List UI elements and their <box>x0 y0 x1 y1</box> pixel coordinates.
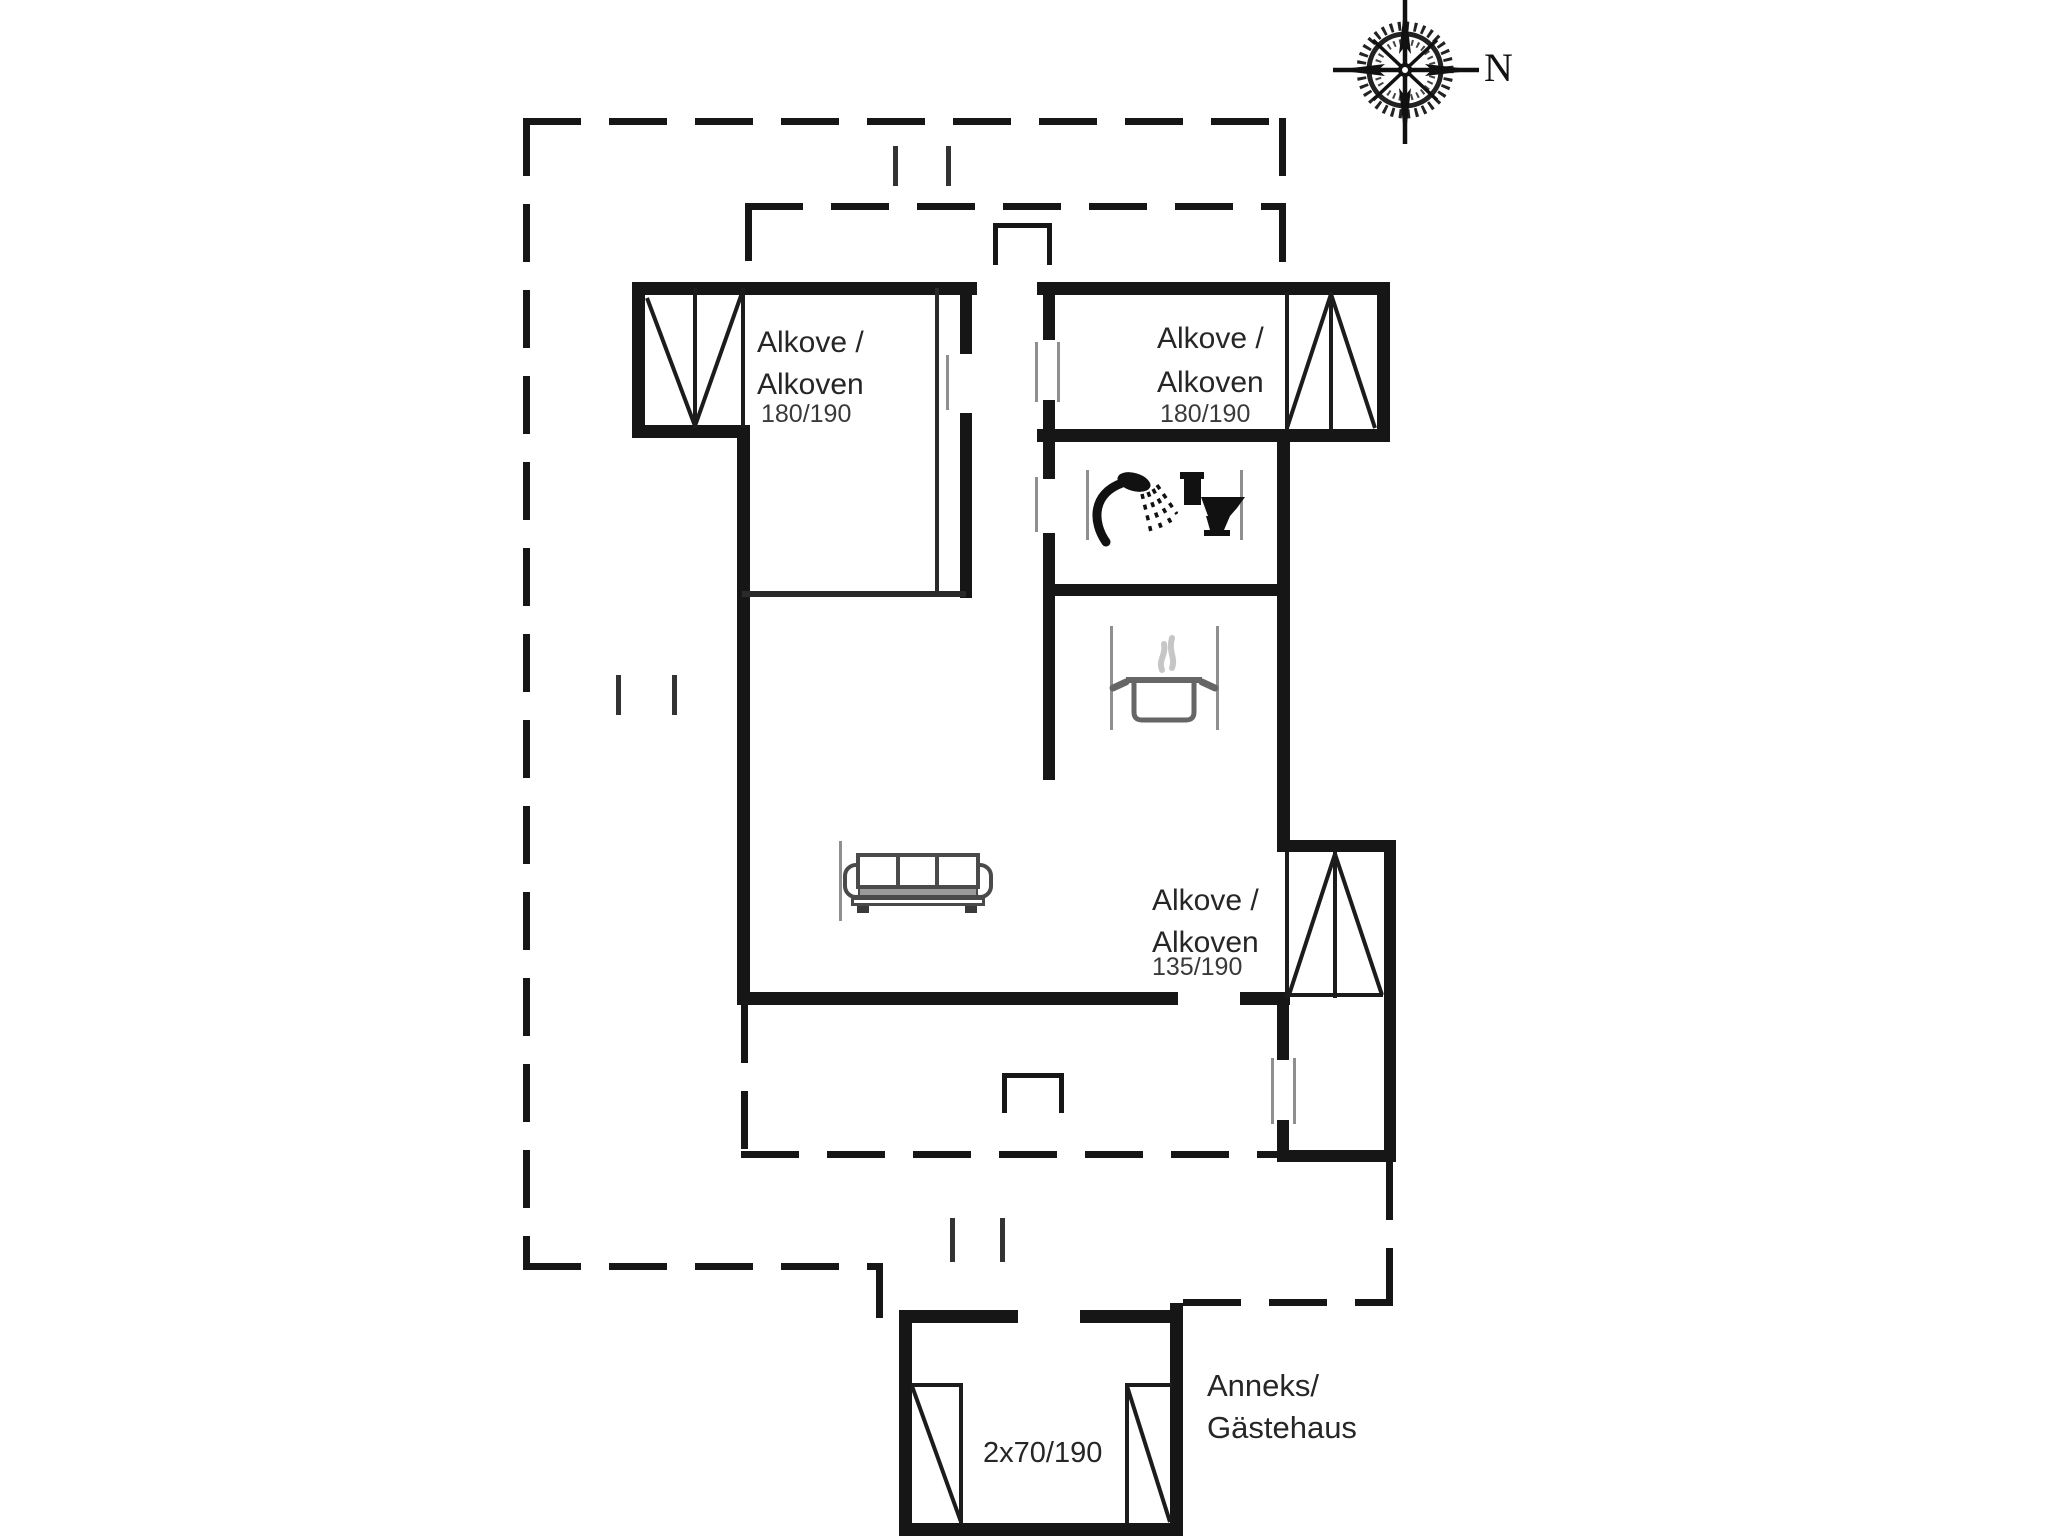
toilet-icon <box>1180 472 1245 536</box>
wall-north-right <box>1037 282 1390 295</box>
wall-storage-bottom <box>1277 1150 1396 1162</box>
outer-boundary-right-bottom <box>1386 1162 1393 1307</box>
shower-enclosure-line <box>1086 470 1089 540</box>
bed-edge-line <box>935 288 939 595</box>
wall-annex-east <box>1170 1303 1183 1536</box>
sofa-icon <box>843 853 993 915</box>
entrance-step-icon <box>993 223 1052 265</box>
bed-icon <box>911 1383 963 1524</box>
furniture-line <box>839 841 842 921</box>
wall-storage-east <box>1384 840 1396 1162</box>
wall-north-left <box>633 282 977 295</box>
door-mark <box>1271 1058 1274 1124</box>
wall-hall-east-mid <box>1043 400 1055 479</box>
window-icon <box>1285 292 1377 430</box>
alcove-se-label-line1: Alkove / <box>1152 884 1259 917</box>
alcove-nw-label-line2: Alkoven <box>757 368 864 401</box>
entrance-mark <box>616 675 621 715</box>
door-mark <box>1035 342 1038 402</box>
alcove-se-dimensions: 135/190 <box>1152 953 1243 981</box>
alcove-nw-label-line1: Alkove / <box>757 326 864 359</box>
wall-window-ne-right <box>1377 282 1390 442</box>
wall-kitchen-west <box>1043 533 1055 780</box>
wall-window-nw-left <box>632 282 645 438</box>
bed-icon <box>1125 1383 1172 1524</box>
sofa-foot <box>857 906 869 913</box>
sofa-foot <box>965 906 977 913</box>
outer-boundary-bottom-right <box>1183 1299 1393 1306</box>
outer-boundary-left <box>523 118 530 1270</box>
annex-label-line2: Gästehaus <box>1207 1410 1357 1445</box>
entrance-mark <box>1000 1218 1005 1262</box>
inner-boundary-top <box>745 203 1286 210</box>
wall-south-left <box>737 992 1178 1005</box>
wall-west <box>737 430 750 1005</box>
inner-boundary-left-lower <box>741 1005 748 1157</box>
annex-beds-dimensions: 2x70/190 <box>983 1437 1103 1469</box>
wall-storage-west-upper <box>1277 1003 1289 1060</box>
alcove-ne-dimensions: 180/190 <box>1160 400 1251 428</box>
entrance-mark <box>893 146 898 186</box>
wall-alcove-nw-bottom <box>742 591 966 597</box>
sofa-base <box>851 897 985 906</box>
alcove-ne-label-line2: Alkoven <box>1157 366 1264 399</box>
cooking-pot-icon <box>1109 635 1219 723</box>
compass-north-label: N <box>1484 45 1513 90</box>
window-icon <box>645 288 745 428</box>
kitchen-counter-line <box>1110 626 1113 730</box>
outer-boundary-bottom <box>523 1263 883 1270</box>
door-mark <box>1035 477 1038 532</box>
entrance-step-icon <box>1002 1073 1064 1113</box>
outer-boundary-connector <box>876 1263 883 1318</box>
kitchen-counter-line <box>1216 626 1219 730</box>
wall-hall-east-upper <box>1043 282 1055 340</box>
wall-annex-west <box>899 1310 912 1536</box>
wall-hall-west-lower <box>960 413 972 598</box>
door-mark <box>946 355 949 410</box>
outer-boundary-top <box>523 118 1286 125</box>
entrance-mark <box>950 1218 955 1262</box>
window-icon <box>1285 852 1384 998</box>
shower-enclosure-line <box>1240 470 1243 540</box>
entrance-mark <box>672 675 677 715</box>
wall-south-right <box>1240 992 1290 1005</box>
wall-window-se-top <box>1277 840 1396 852</box>
entrance-mark <box>946 146 951 186</box>
wall-annex-top-right <box>1080 1310 1183 1323</box>
sofa-cushion-divider <box>935 856 939 886</box>
wall-annex-bottom <box>899 1523 1183 1536</box>
door-mark <box>1293 1058 1296 1124</box>
wall-hall-west-upper <box>960 282 972 354</box>
alcove-nw-dimensions: 180/190 <box>761 400 852 428</box>
alcove-ne-label-line1: Alkove / <box>1157 322 1264 355</box>
alcove-se-label-line2: Alkoven <box>1152 926 1259 959</box>
sofa-back <box>856 853 980 889</box>
inner-boundary-bottom <box>741 1151 1283 1158</box>
wall-bathroom-bottom <box>1043 584 1290 596</box>
wall-bathroom-top <box>1037 429 1390 442</box>
shower-icon <box>1092 472 1178 547</box>
annex-label-line1: Anneks/ <box>1207 1368 1320 1403</box>
wall-east <box>1277 429 1290 847</box>
sofa-seat <box>858 887 978 897</box>
wall-annex-top-left <box>899 1310 1018 1323</box>
wall-window-nw-bottom <box>632 425 750 438</box>
compass-rose-icon <box>1333 0 1479 144</box>
sofa-cushion-divider <box>896 856 900 886</box>
door-mark <box>1057 342 1060 402</box>
inner-boundary-left-connector <box>745 203 752 293</box>
